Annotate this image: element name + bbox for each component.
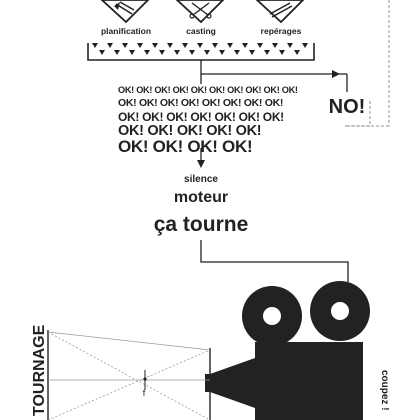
sieve-triangle [99,50,105,55]
ok-line-1: OK! OK! OK! OK! OK! OK! OK! OK! OK! OK! [118,85,298,95]
sieve-triangle [122,43,128,48]
funnel-reperages [255,0,305,24]
command-moteur: moteur [174,189,228,206]
sieve-triangle [129,50,135,55]
sieve-triangles [92,43,308,55]
sieve-triangle [197,43,203,48]
sieve-triangle [152,43,158,48]
stage-label-planification: planification [101,26,151,36]
sieve-triangle [272,43,278,48]
pencil-icon [114,1,135,15]
command-ca-tourne: ça tourne [154,213,249,236]
sieve-triangle [107,43,113,48]
ok-line-5: OK! OK! OK! OK! [118,137,253,156]
connector-line [200,240,349,282]
funnel-planification [100,0,150,24]
focal-label: f [143,388,146,398]
sieve-triangle [167,43,173,48]
sieve-triangle [242,43,248,48]
sieve-triangle [264,50,270,55]
sieve-triangle [137,43,143,48]
sieve-triangle [294,50,300,55]
ok-line-2: OK! OK! OK! OK! OK! OK! OK! OK! [118,97,284,109]
sieve-triangle [114,50,120,55]
command-silence: silence [184,174,218,185]
sieve-triangle [159,50,165,55]
optics-diagram [47,330,211,420]
sieve-triangle [219,50,225,55]
ok-line-4: OK! OK! OK! OK! OK! [118,123,262,139]
sieve-triangle [287,43,293,48]
film-camera-icon [205,281,370,420]
sieve-triangle [257,43,263,48]
sieve-triangle [144,50,150,55]
arrow-head-icon [197,160,205,168]
sieve-triangle [249,50,255,55]
sieve-triangle [189,50,195,55]
stage-label-casting: casting [186,26,216,36]
sieve-triangle [204,50,210,55]
sieve-triangle [302,43,308,48]
stage-label-reperages: repérages [261,26,302,36]
tournage-label: TOURNAGE [31,324,48,416]
feedback-loop-dashed [347,101,371,127]
sieve-triangle [182,43,188,48]
pencil-icon [269,2,293,18]
ok-line-3: OK! OK! OK! OK! OK! OK! OK! [118,110,284,124]
coupez-label: coupez ! [379,370,390,411]
sieve-triangle [174,50,180,55]
scissors-icon [189,2,212,19]
sieve-triangle [92,43,98,48]
arrow-head-icon [332,70,340,78]
sieve-triangle [234,50,240,55]
funnel-casting [175,0,225,24]
sieve-triangle [212,43,218,48]
no-label: NO! [329,96,366,118]
sieve-triangle [279,50,285,55]
sieve-triangle [227,43,233,48]
